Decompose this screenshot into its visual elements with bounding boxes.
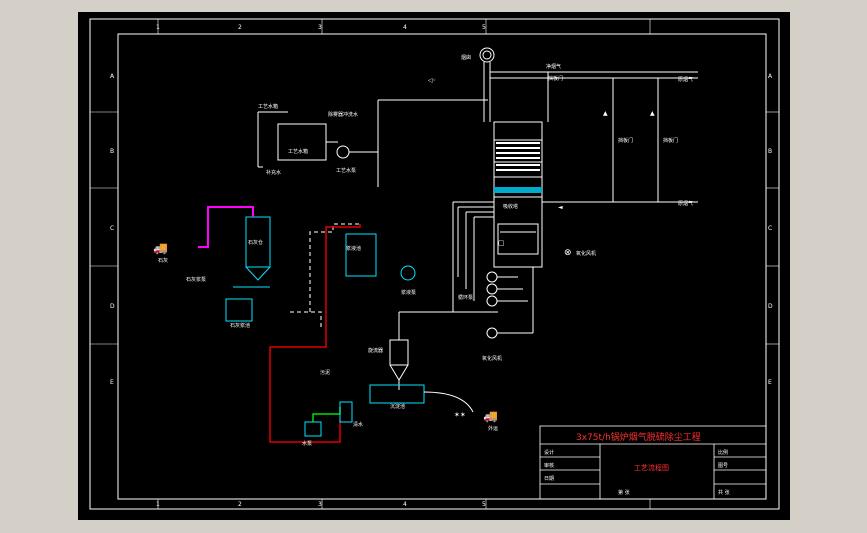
- lime-slurry-pump-label: 石灰浆泵: [186, 276, 206, 283]
- zone-ticks: [90, 19, 779, 509]
- col-marker-2: 2: [238, 24, 242, 31]
- row-marker-a-r: A: [768, 73, 773, 80]
- chimney: [479, 47, 495, 122]
- absorber-box-glyph: ▢: [498, 239, 505, 247]
- sedimentation-tank: [304, 384, 425, 437]
- title-block: [539, 425, 767, 500]
- col-marker-5: 5: [482, 24, 486, 31]
- gate-label-2: 挡板门: [663, 137, 678, 144]
- cell-review: 审核: [544, 462, 554, 469]
- clean-gas-label: 净烟气: [546, 63, 561, 70]
- hydrocyclone-label: 旋流器: [368, 347, 383, 354]
- circulation-pump-label: 循环泵: [458, 294, 473, 301]
- cell-design: 设计: [544, 449, 554, 456]
- row-marker-a: A: [110, 73, 115, 80]
- sludge-pile: ✶✶: [454, 411, 466, 419]
- cell-date: 日期: [544, 476, 554, 482]
- svg-text:▲: ▲: [650, 110, 655, 117]
- drawing-name: 工艺流程图: [634, 463, 669, 472]
- row-marker-c: C: [110, 225, 114, 232]
- process-tank-label: 工艺水箱: [288, 148, 308, 155]
- col-marker-4: 4: [403, 24, 407, 31]
- clean-gas-arrow: ◁◦: [428, 77, 436, 84]
- absorber-tower: [493, 121, 543, 268]
- lime-silo: [225, 216, 416, 322]
- col-marker-3b: 3: [318, 501, 322, 508]
- truck-right-icon: 🚚: [483, 409, 498, 423]
- inner-border: [117, 33, 767, 500]
- process-water-tank: [257, 99, 488, 187]
- truck-left-label: 石灰: [158, 257, 168, 264]
- col-marker-1b: 1: [156, 501, 160, 508]
- row-marker-b: B: [110, 148, 114, 155]
- oxidation-fan-label: 氧化风机: [482, 355, 502, 362]
- process-tank-top-label: 工艺水箱: [258, 103, 278, 110]
- lime-slurry-tank-label: 石灰浆池: [230, 322, 250, 329]
- process-flow-diagram: 1 2 3 4 5 1 2 3 4 5 A B C D E A B C D E: [89, 18, 780, 510]
- row-marker-d: D: [110, 303, 115, 310]
- process-pump-label: 工艺水泵: [336, 167, 356, 174]
- drawing-sheet[interactable]: 1 2 3 4 5 1 2 3 4 5 A B C D E A B C D E: [78, 12, 790, 520]
- lime-feed-line: [198, 206, 254, 248]
- discharge-curve: [423, 391, 474, 413]
- slurry-red-line: [269, 224, 361, 443]
- row-marker-e-r: E: [768, 379, 772, 386]
- col-marker-4b: 4: [403, 501, 407, 508]
- col-marker-3: 3: [318, 24, 322, 31]
- absorber-packing: [496, 142, 540, 171]
- absorber-cyan-band: [494, 187, 542, 193]
- water-green-line: [312, 407, 341, 422]
- lime-silo-label: 石灰仓: [248, 239, 263, 246]
- gate-label-3: 挡板门: [548, 75, 563, 82]
- truck-right-label: 外运: [488, 425, 498, 432]
- water-pump-label: 水泵: [302, 440, 312, 447]
- raw-gas-label: 原烟气: [678, 76, 693, 83]
- circulation-pumps: [452, 201, 534, 339]
- dashed-feed-line: [309, 223, 360, 312]
- cell-drawing-no: 图号: [718, 463, 728, 469]
- outer-border: [89, 18, 780, 510]
- col-marker-1: 1: [156, 24, 160, 31]
- row-marker-e: E: [110, 379, 114, 386]
- duct-arrows: ▲ ▲ ◄: [558, 110, 655, 211]
- hydrocyclone: [389, 311, 498, 390]
- raw-gas-label-2: 原烟气: [678, 200, 693, 207]
- truck-left-icon: 🚚: [153, 241, 168, 255]
- clear-water-label: 清水: [353, 421, 363, 428]
- cell-sheet-no: 第 张: [618, 489, 630, 496]
- cell-total-sheets: 共 张: [718, 489, 730, 496]
- oxidation-fan-icon: ⊗: [564, 248, 572, 258]
- makeup-water-label: 补充水: [266, 169, 281, 176]
- slurry-pump-label: 浆液泵: [401, 289, 416, 296]
- col-marker-5b: 5: [482, 501, 486, 508]
- demister-label: 除雾器冲洗水: [328, 111, 358, 118]
- svg-text:◄: ◄: [558, 204, 563, 211]
- chimney-label: 烟囱: [461, 54, 471, 61]
- cell-scale: 比例: [718, 449, 728, 456]
- sedimentation-label: 沉淀池: [390, 403, 405, 410]
- svg-text:▲: ▲: [603, 110, 608, 117]
- title-block-cells: 设计 审核 比例 图号 日期 共 张 第 张: [544, 449, 730, 496]
- row-marker-c-r: C: [768, 225, 772, 232]
- gate-label-1: 挡板门: [618, 137, 633, 144]
- col-marker-2b: 2: [238, 501, 242, 508]
- flue-duct-top: [490, 71, 698, 203]
- zone-labels: 1 2 3 4 5 1 2 3 4 5 A B C D E A B C D E: [110, 24, 773, 508]
- oxidation-fan-label-2: 氧化风机: [576, 250, 596, 257]
- row-marker-d-r: D: [768, 303, 773, 310]
- absorber-lower: [497, 223, 539, 255]
- return-slurry-line: [288, 311, 322, 327]
- absorber-label: 吸收塔: [503, 203, 518, 210]
- sludge-label: 污泥: [320, 369, 330, 376]
- project-title: 3x75t/h锅炉烟气脱硫除尘工程: [576, 431, 701, 443]
- row-marker-b-r: B: [768, 148, 772, 155]
- slurry-tank-label: 浆液池: [346, 245, 361, 252]
